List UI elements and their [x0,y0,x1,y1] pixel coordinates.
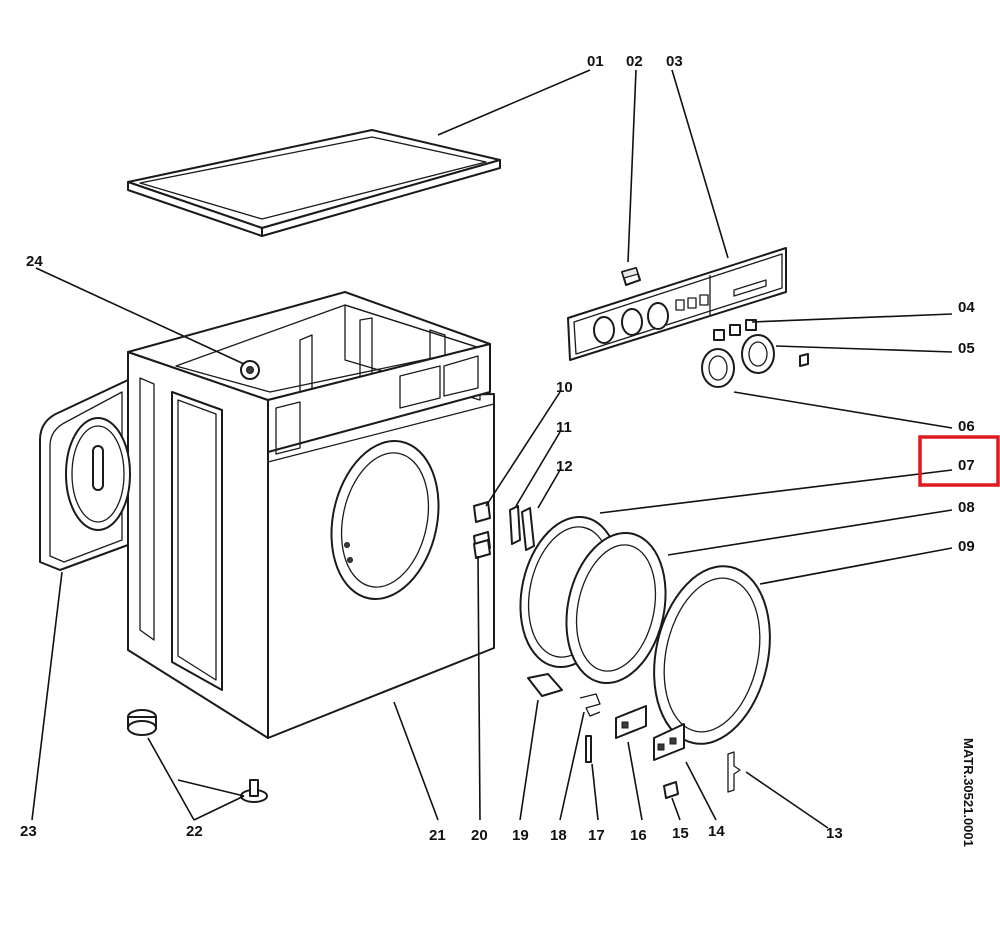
highlight-box [918,435,1000,487]
label-13: 13 [826,825,843,842]
label-09: 09 [958,538,975,555]
button-part [621,267,641,286]
label-02: 02 [626,53,643,70]
label-05: 05 [958,340,975,357]
push-buttons-part [713,319,757,341]
control-panel-part [567,247,787,361]
label-23: 23 [20,823,37,840]
label-04: 04 [958,299,975,316]
label-08: 08 [958,499,975,516]
label-12: 12 [556,458,573,475]
label-07: 07 [958,457,975,474]
top-cover-part [127,129,501,237]
label-18: 18 [550,827,567,844]
small-hardware-part [473,539,741,799]
leader-lines [31,69,953,829]
label-03: 03 [666,53,683,70]
label-01: 01 [587,53,604,70]
label-20: 20 [471,827,488,844]
feet-part [127,709,268,803]
reference-code: MATR.30521.0001 [961,738,976,847]
label-17: 17 [588,827,605,844]
label-11: 11 [556,419,572,436]
knob-part [701,334,809,388]
door-rings-part [519,515,667,685]
label-21: 21 [429,827,446,844]
label-19: 19 [512,827,529,844]
label-06: 06 [958,418,975,435]
part-number-labels: 01 02 03 04 05 06 07 08 09 10 11 12 13 1… [20,53,975,844]
label-14: 14 [708,823,725,840]
label-22: 22 [186,823,203,840]
cabinet-part [127,291,495,739]
label-16: 16 [630,827,647,844]
outer-door-ring-part [653,565,771,745]
label-24: 24 [26,253,43,270]
label-10: 10 [556,379,573,396]
side-door-part [39,379,131,571]
label-15: 15 [672,825,689,842]
